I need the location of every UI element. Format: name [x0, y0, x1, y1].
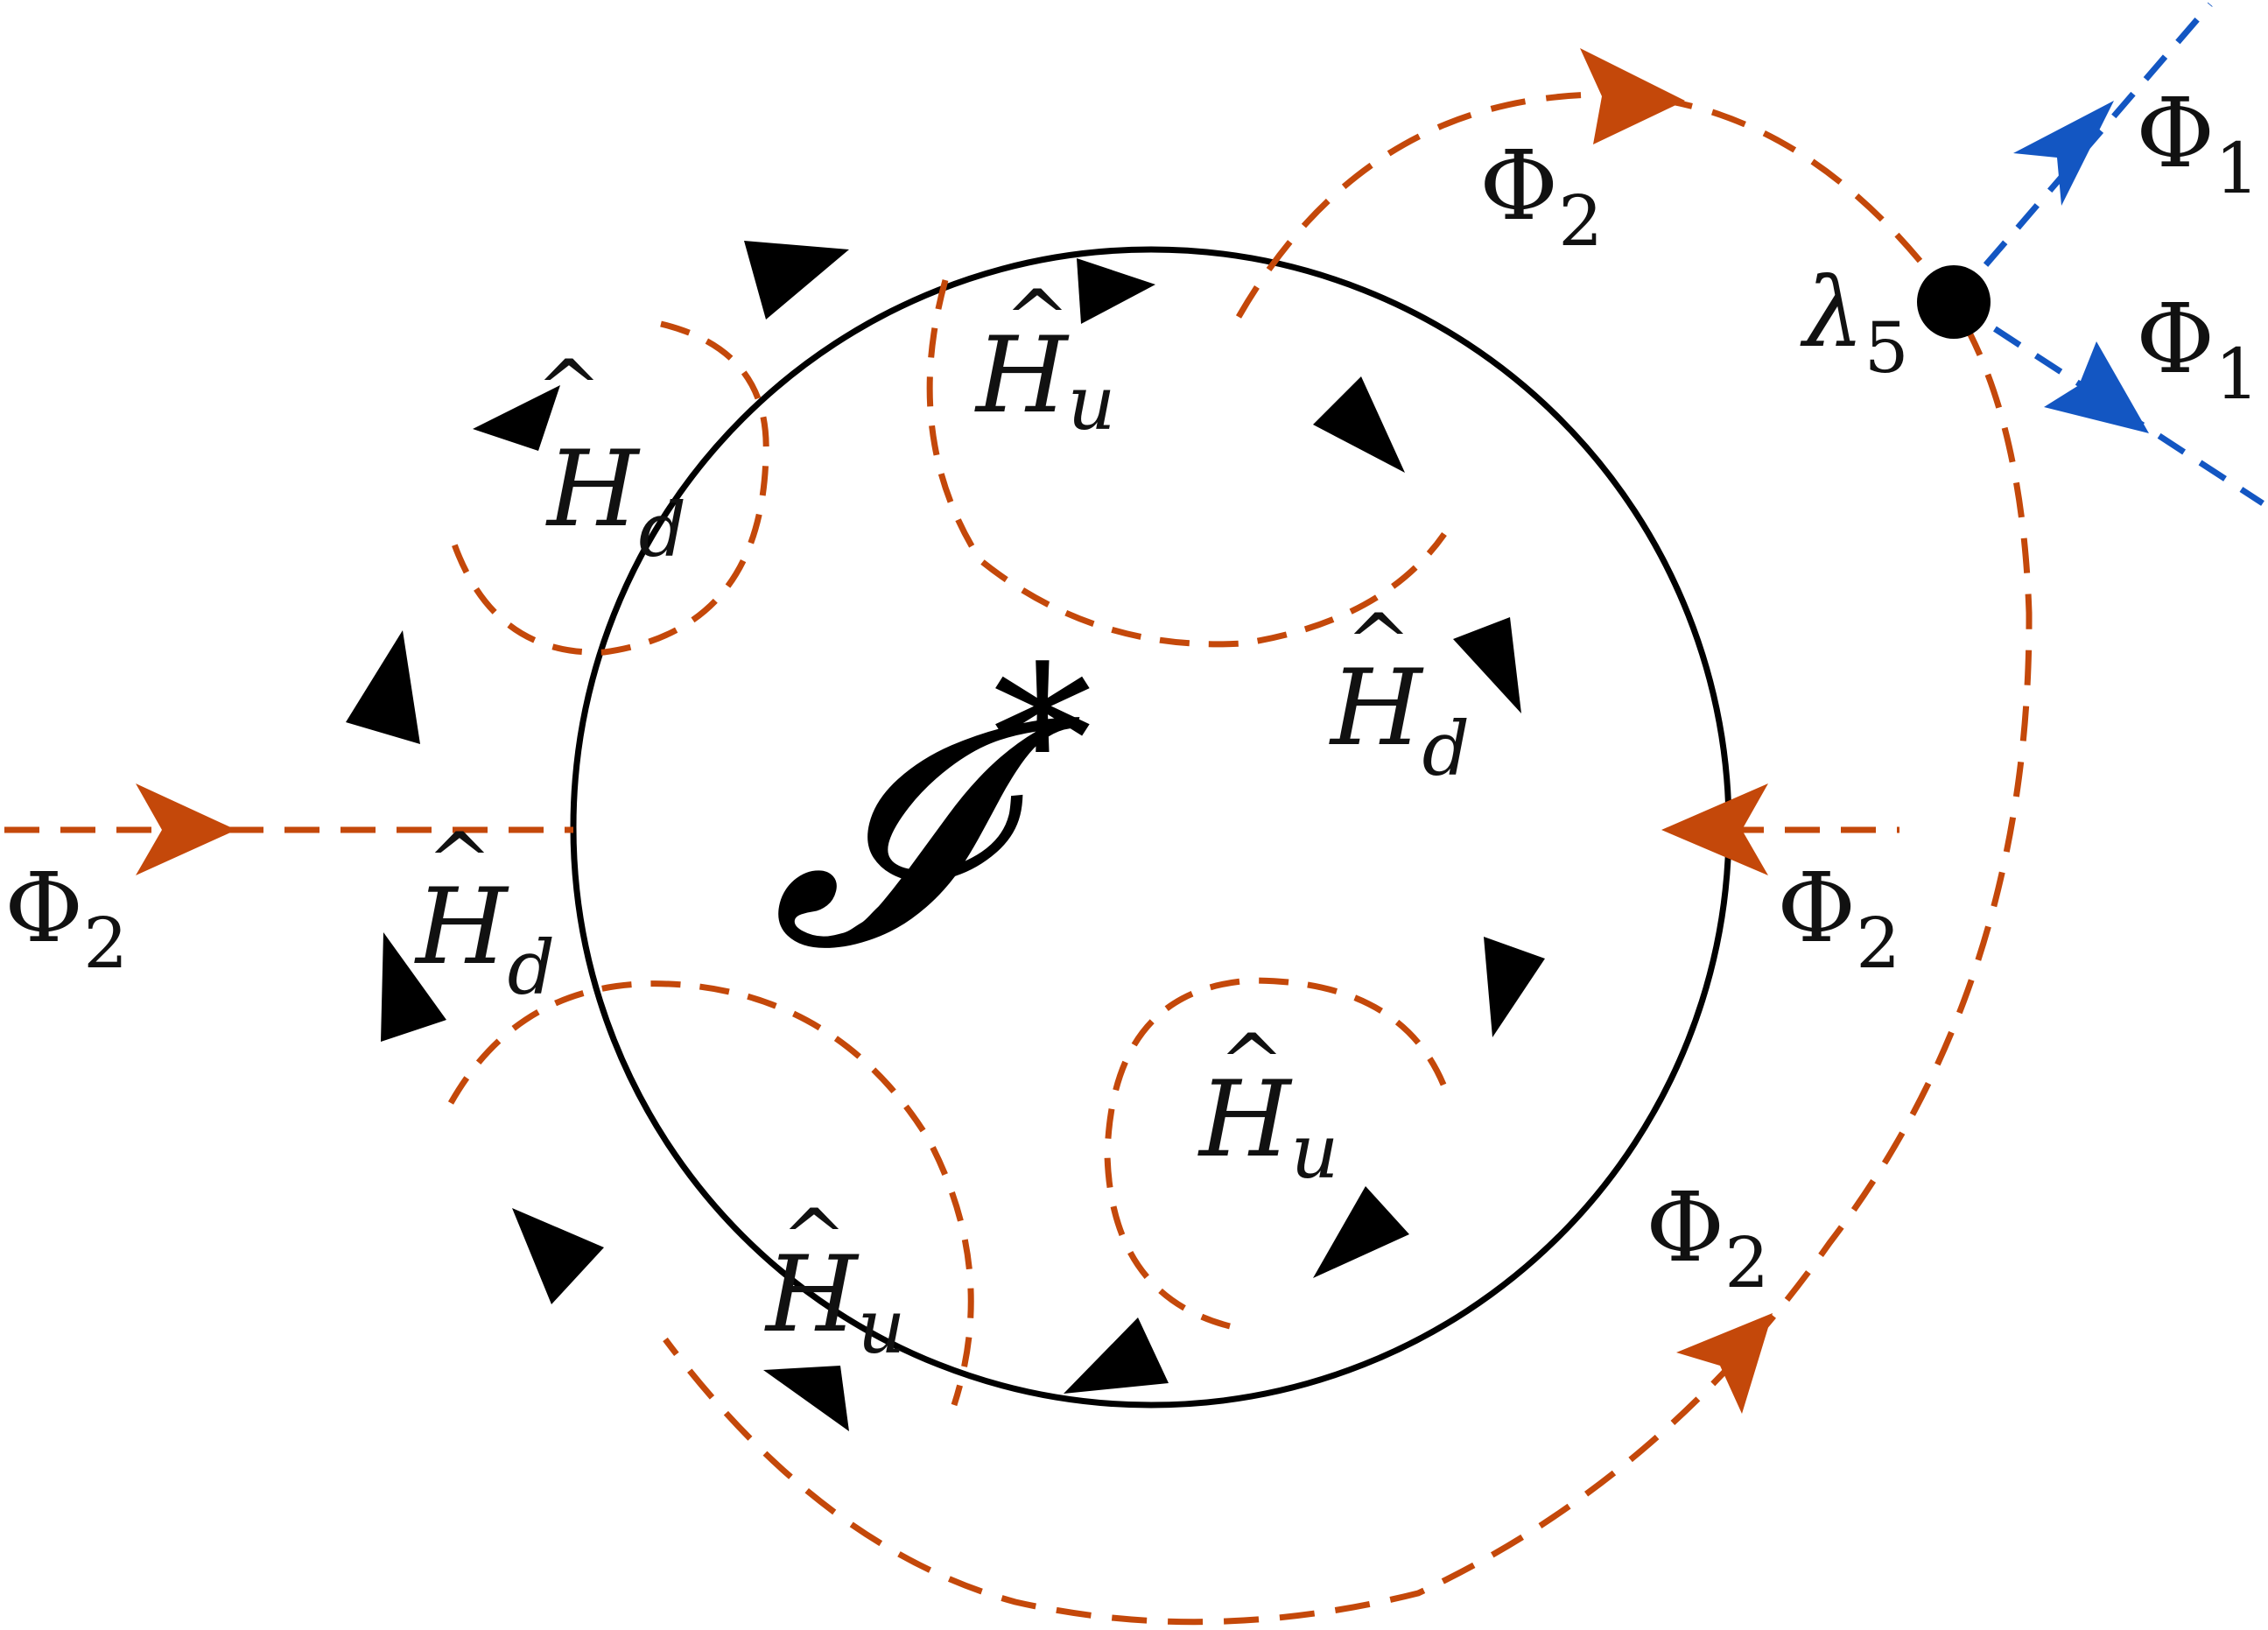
- svg-text:Hu: Hu: [974, 315, 1115, 447]
- svg-text:^: ^: [1004, 273, 1070, 365]
- higgsino-label-hu-right: ^ Hu: [1197, 1017, 1338, 1196]
- fermion-arrows: [346, 241, 1545, 1431]
- fermion-loop: [570, 246, 1732, 1409]
- phi1-label-lower: Φ1: [2136, 283, 2259, 415]
- arrow-icon: [1580, 48, 1685, 144]
- svg-text:^: ^: [1345, 597, 1411, 689]
- arrow-icon: [136, 783, 236, 875]
- svg-text:^: ^: [781, 1192, 846, 1284]
- svg-text:^: ^: [1218, 1017, 1284, 1109]
- arrow-icon: [744, 241, 849, 320]
- higgsino-label-hd-left: ^ Hd: [414, 816, 555, 1012]
- lambda5-vertex: [1917, 265, 1991, 339]
- svg-text:^: ^: [426, 816, 492, 908]
- svg-text:Hd: Hd: [545, 429, 686, 574]
- lambda5-label: λ5: [1800, 256, 1909, 389]
- higgsino-label-hu-top: ^ Hu: [974, 273, 1115, 447]
- phi2-label-right: Φ2: [1777, 852, 1900, 984]
- phi2-arrows: [136, 48, 1773, 1414]
- phi2-label-bottom-right: Φ2: [1646, 1171, 1769, 1303]
- svg-text:Hd: Hd: [1329, 648, 1470, 793]
- arrow-icon: [1453, 617, 1521, 713]
- arrow-icon: [1313, 376, 1405, 473]
- arrow-icon: [1676, 1313, 1773, 1414]
- arrow-icon: [1484, 937, 1545, 1037]
- higgsino-label-hu-bottom: ^ Hu: [764, 1192, 905, 1371]
- svg-text:^: ^: [536, 343, 601, 435]
- arrow-icon: [381, 932, 446, 1042]
- center-label: 𝓘*: [770, 624, 1092, 1015]
- phi1-label-upper: Φ1: [2136, 77, 2259, 209]
- internal-arc-hu-right: [1104, 977, 1452, 1330]
- arrow-icon: [1077, 258, 1155, 324]
- arrow-icon: [763, 1366, 849, 1431]
- internal-arc-hu-top: [926, 279, 1447, 648]
- svg-text:Hd: Hd: [414, 867, 555, 1012]
- phi1-lines: [1951, 2, 2264, 506]
- arrow-icon: [1661, 783, 1768, 875]
- phi1-arrows: [2013, 101, 2149, 433]
- external-scalar-lines: [4, 91, 2033, 1626]
- internal-scalar-lines: [447, 279, 1452, 1407]
- phi2-label-top: Φ2: [1479, 130, 1603, 262]
- higgsino-label-hd-top-left: ^ Hd: [536, 343, 686, 574]
- arrow-icon: [1313, 1186, 1409, 1278]
- phi2-label-left: Φ2: [4, 852, 128, 984]
- internal-arc-hd-top-left: [447, 320, 769, 656]
- arrow-icon: [473, 385, 560, 451]
- arrow-icon: [2013, 101, 2114, 206]
- phi2-big-loop: [663, 91, 2033, 1626]
- arrow-icon: [346, 630, 420, 744]
- arrow-icon: [512, 1208, 604, 1304]
- higgsino-label-hd-right: ^ Hd: [1329, 597, 1470, 793]
- phi1-line-lower: [1952, 299, 2264, 506]
- svg-text:Hu: Hu: [764, 1234, 905, 1371]
- arrow-icon: [1064, 1317, 1169, 1394]
- arrow-icon: [2044, 341, 2149, 433]
- svg-text:Hu: Hu: [1197, 1059, 1338, 1196]
